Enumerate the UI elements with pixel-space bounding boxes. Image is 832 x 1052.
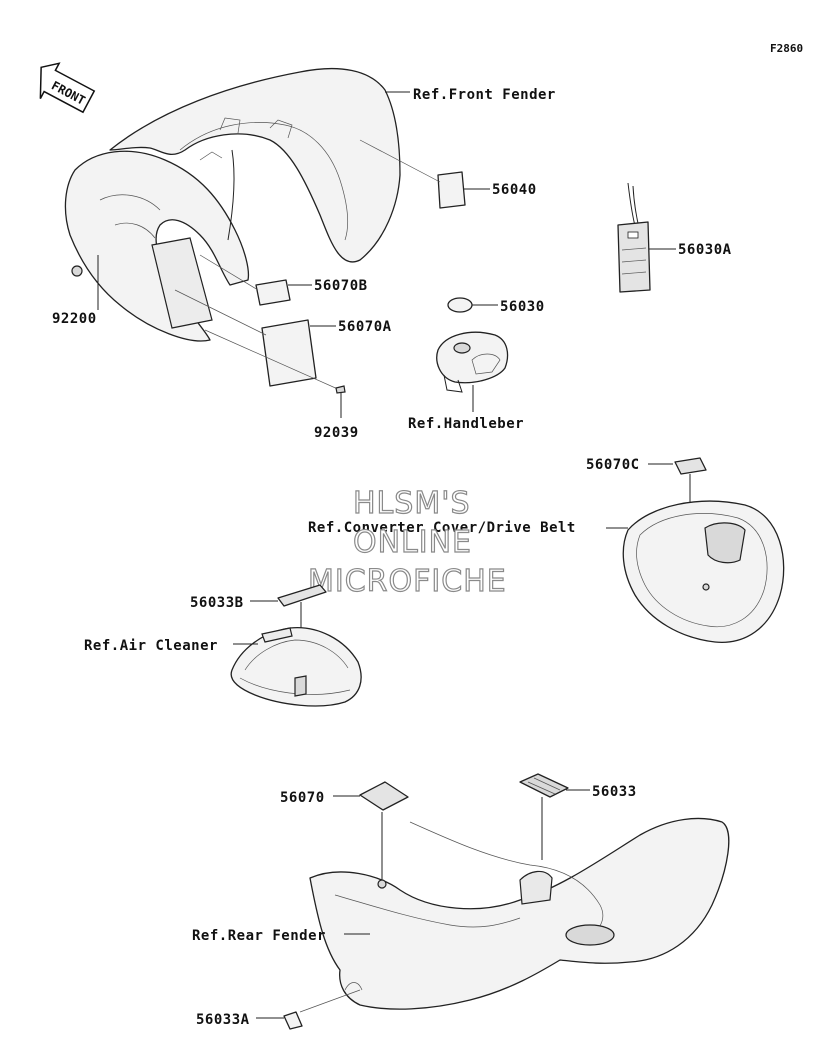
label-56070: 56070	[280, 790, 325, 806]
front-arrow-icon: FRONT	[39, 62, 96, 114]
label-ref-rear-fender: Ref.Rear Fender	[192, 928, 326, 944]
label-56033A: 56033A	[196, 1012, 250, 1028]
watermark-line-2: ONLINE	[353, 525, 472, 560]
decal-56040	[437, 171, 490, 209]
decal-56070B	[199, 254, 312, 306]
label-ref-front-fender: Ref.Front Fender	[413, 87, 556, 103]
label-56030A: 56030A	[678, 242, 732, 258]
decal-56070	[333, 781, 409, 940]
label-56033B: 56033B	[190, 595, 244, 611]
front-fender-part	[64, 67, 401, 342]
label-56070C: 56070C	[586, 457, 640, 473]
label-ref-handleber: Ref.Handleber	[408, 416, 524, 432]
rear-fender-part	[309, 817, 730, 1010]
label-56030: 56030	[500, 299, 545, 315]
label-56070B: 56070B	[314, 278, 368, 294]
watermark-line-1: HLSM'S	[353, 486, 471, 521]
decal-56033	[519, 773, 590, 860]
label-92039: 92039	[314, 425, 359, 441]
clip-92200	[71, 255, 99, 310]
decal-56033A	[256, 989, 361, 1030]
handlebar-part	[436, 331, 509, 412]
watermark-line-3: MICROFICHE	[308, 564, 507, 599]
label-ref-converter: Ref.Converter Cover/Drive Belt	[308, 520, 576, 536]
label-92200: 92200	[52, 311, 97, 327]
decal-56033B	[250, 584, 327, 630]
label-ref-air-cleaner: Ref.Air Cleaner	[84, 638, 218, 654]
plate-56070A	[174, 289, 341, 391]
label-56040: 56040	[492, 182, 537, 198]
tag-56030A	[617, 182, 676, 293]
label-56070A: 56070A	[338, 319, 392, 335]
air-cleaner-part	[230, 626, 362, 707]
figure-code: F2860	[770, 42, 803, 55]
watermark: HLSM'S ONLINE MICROFICHE	[307, 485, 507, 599]
decal-56070C	[648, 457, 707, 502]
decal-56030	[447, 297, 498, 313]
converter-cover-part	[622, 500, 785, 643]
rivet-92039	[335, 385, 346, 418]
label-56033: 56033	[592, 784, 637, 800]
